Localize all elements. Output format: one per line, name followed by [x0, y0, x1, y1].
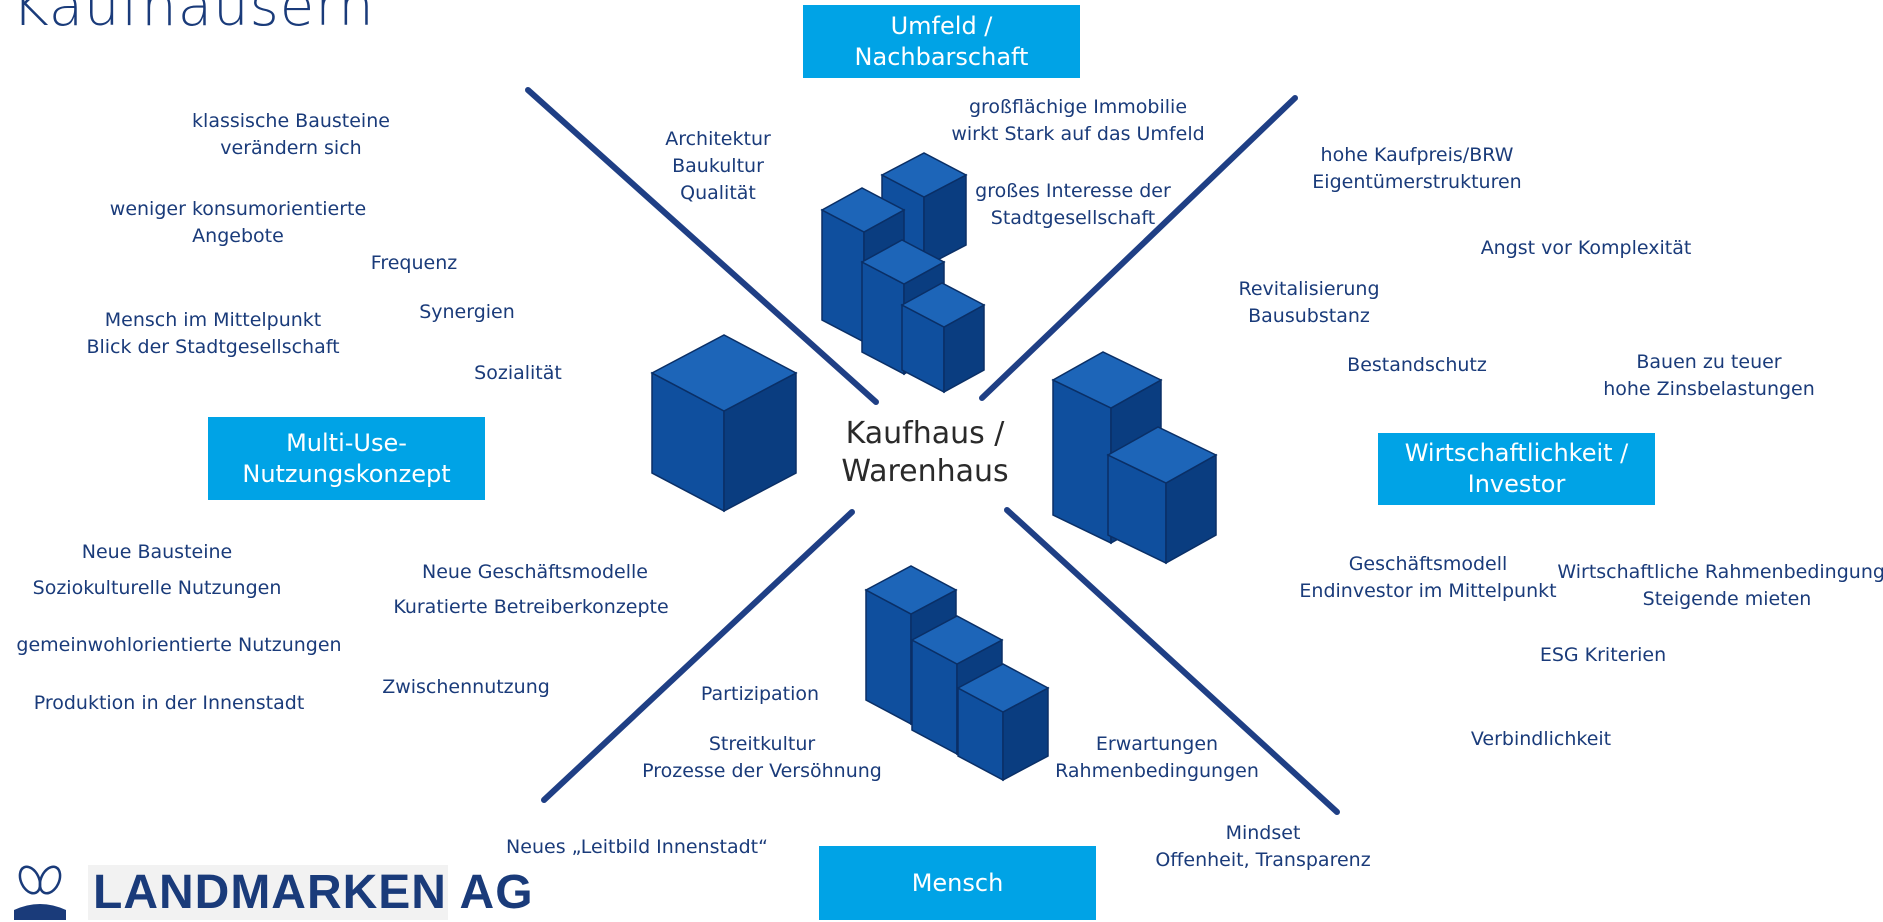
block-top-low [900, 282, 986, 394]
note-kuratierte: Kuratierte Betreiberkonzepte [393, 596, 669, 618]
note-verbindlichkeit: Verbindlichkeit [1470, 728, 1612, 750]
note-zwischennutzung: Zwischennutzung [382, 676, 550, 698]
landmarken-logo-text: LANDMARKEN AG [88, 865, 533, 920]
landmarken-logo-icon [14, 865, 66, 920]
note-synergien: Synergien [419, 301, 515, 323]
box-umfeld-line2: Nachbarschaft [854, 42, 1029, 71]
center-label: Kaufhaus / Warenhaus [841, 415, 1008, 491]
box-umfeld-line1: Umfeld / [890, 11, 993, 40]
page-title: Kaufhäusern [12, 0, 375, 39]
note-leitbild: Neues „Leitbild Innenstadt“ [506, 836, 768, 858]
note-esg: ESG Kriterien [1539, 644, 1667, 666]
divider-line-top-left [525, 87, 879, 405]
divider-lines [525, 87, 1340, 815]
box-wirtschaft: Wirtschaftlichkeit / Investor [1378, 433, 1655, 505]
note-sozialitaet: Sozialität [474, 362, 562, 384]
box-multiuse-line1: Multi-Use- [286, 428, 407, 457]
note-partizipation: Partizipation [700, 683, 820, 705]
box-wirtschaft-line1: Wirtschaftlichkeit / [1404, 439, 1629, 467]
note-neue-bausteine: Neue Bausteine [81, 541, 233, 563]
box-mensch: Mensch [819, 846, 1096, 920]
note-frequenz: Frequenz [370, 252, 458, 274]
box-multiuse-line2: Nutzungskonzept [242, 459, 451, 488]
block-illustrations [650, 152, 1218, 782]
box-wirtschaft-line2: Investor [1467, 470, 1566, 498]
block-left-cube [650, 334, 798, 513]
note-gemeinwohl: gemeinwohlorientierte Nutzungen [16, 634, 342, 656]
box-mensch-line1: Mensch [911, 868, 1004, 897]
note-produktion: Produktion in der Innenstadt [33, 692, 305, 714]
divider-line-top-right [979, 95, 1298, 401]
divider-line-bottom-right [1004, 507, 1340, 815]
block-bottom-low [956, 663, 1050, 782]
center-label-line1: Kaufhaus / [845, 416, 1005, 451]
note-angst-komplexitaet: Angst vor Komplexität [1480, 237, 1692, 259]
note-neue-geschaeftsmodelle: Neue Geschäftsmodelle [422, 561, 648, 583]
box-multiuse: Multi-Use-Nutzungskonzept [208, 417, 485, 500]
box-umfeld: Umfeld /Nachbarschaft [803, 5, 1080, 78]
block-top-small [880, 152, 968, 269]
block-right-low [1106, 426, 1218, 565]
note-bestandschutz: Bestandschutz [1347, 354, 1487, 376]
center-label-line2: Warenhaus [841, 454, 1009, 489]
divider-line-bottom-left [541, 509, 855, 803]
note-soziokulturelle: Soziokulturelle Nutzungen [32, 577, 282, 599]
